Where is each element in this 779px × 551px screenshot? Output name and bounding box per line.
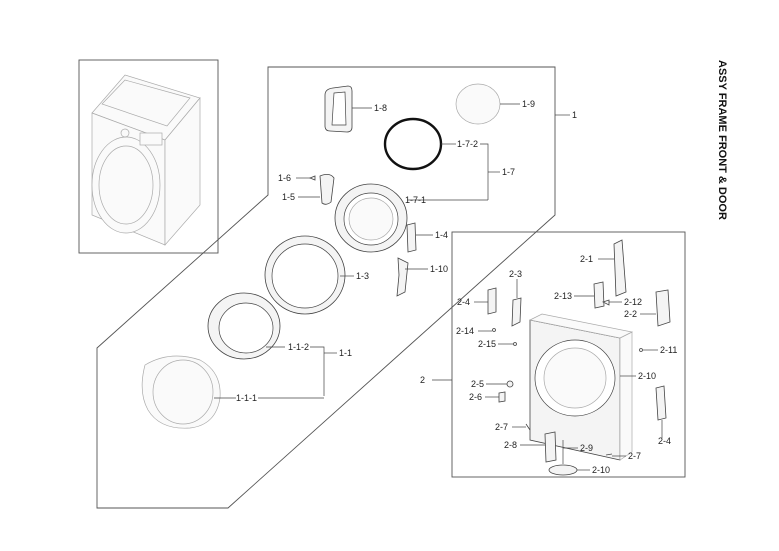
- label-1-7-2: 1-7-2: [457, 139, 478, 149]
- dryer-thumbnail: [91, 74, 201, 246]
- assembly-2-frame: [451, 231, 686, 478]
- label-2-7-left: 2-7: [495, 422, 508, 432]
- label-1-5: 1-5: [282, 192, 295, 202]
- part-2-2-bracket: [655, 289, 671, 327]
- part-2-7-spring-right: [605, 453, 613, 456]
- part-1-3-door-frame: [264, 235, 346, 315]
- label-1-3: 1-3: [356, 271, 369, 281]
- label-2-10-bottom: 2-10: [592, 465, 610, 475]
- label-2-8: 2-8: [504, 440, 517, 450]
- leader-lines-2: [432, 258, 663, 471]
- label-1-7-1: 1-7-1: [405, 195, 426, 205]
- labels-1: 1-8 1-9 1 1-7-2 1-7 1-6 1-5 1-7-1 1-4 1-…: [236, 99, 577, 403]
- label-2-4-right: 2-4: [658, 436, 671, 446]
- part-2-5-knob: [506, 380, 514, 388]
- label-2-3: 2-3: [509, 269, 522, 279]
- part-2-10-bottom-cover: [548, 464, 578, 476]
- label-2-4-left: 2-4: [457, 297, 470, 307]
- label-2-5: 2-5: [471, 379, 484, 389]
- part-1-9-cover-disc: [455, 83, 501, 125]
- label-1-1-1: 1-1-1: [236, 393, 257, 403]
- label-1-6: 1-6: [278, 173, 291, 183]
- part-1-4-latch: [406, 222, 417, 253]
- part-1-8-glass: [324, 85, 353, 133]
- diagram-title: ASSY FRAME FRONT & DOOR: [716, 60, 728, 220]
- part-1-5-hinge: [319, 174, 335, 205]
- part-2-11-screw: [639, 348, 643, 352]
- label-2-15: 2-15: [478, 339, 496, 349]
- label-1-1: 1-1: [339, 348, 352, 358]
- label-1-1-2: 1-1-2: [288, 342, 309, 352]
- part-2-8-switch: [544, 431, 557, 463]
- part-1-7-2-gasket: [383, 117, 443, 171]
- overview-dryer-panel: [78, 59, 219, 254]
- part-2-1-hinge: [613, 239, 627, 297]
- label-2-11: 2-11: [660, 345, 677, 355]
- label-1: 1: [572, 110, 577, 120]
- label-1-8: 1-8: [374, 103, 387, 113]
- label-2-12: 2-12: [624, 297, 642, 307]
- part-2-7-spring-left: [525, 423, 531, 431]
- label-2-14: 2-14: [456, 326, 474, 336]
- label-2-10-top: 2-10: [638, 371, 656, 381]
- part-2-4-bracket-right: [655, 385, 667, 421]
- labels-2: 2 2-1 2-3 2-13 2-12 2-4 2-2 2-14 2-15 2-…: [420, 254, 677, 475]
- label-2-6: 2-6: [469, 392, 482, 402]
- label-2: 2: [420, 375, 425, 385]
- label-1-10: 1-10: [430, 264, 448, 274]
- leader-lines-1: [214, 103, 570, 399]
- part-1-1-1-door-glass: [141, 355, 221, 429]
- part-2-12-screw: [601, 299, 610, 306]
- assembly-1-frame: [96, 66, 556, 509]
- part-1-10-hook: [396, 257, 409, 297]
- part-2-15-screw: [513, 342, 517, 346]
- part-1-1-2-door-outer: [207, 292, 281, 360]
- label-2-1: 2-1: [580, 254, 593, 264]
- part-2-4-bracket-left: [487, 287, 497, 315]
- label-2-7-right: 2-7: [628, 451, 641, 461]
- label-1-9: 1-9: [522, 99, 535, 109]
- label-1-4: 1-4: [435, 230, 448, 240]
- part-1-7-1-door-ring: [334, 183, 408, 253]
- part-1-6-screw: [308, 175, 316, 181]
- part-2-13-bracket: [593, 281, 605, 309]
- label-1-7: 1-7: [502, 167, 515, 177]
- part-2-14-screw: [492, 328, 496, 332]
- part-2-6-clip: [498, 391, 506, 403]
- part-2-3-bracket: [511, 297, 522, 327]
- label-2-9: 2-9: [580, 443, 593, 453]
- label-2-2: 2-2: [624, 309, 637, 319]
- label-2-13: 2-13: [554, 291, 572, 301]
- part-2-front-frame: [528, 313, 634, 461]
